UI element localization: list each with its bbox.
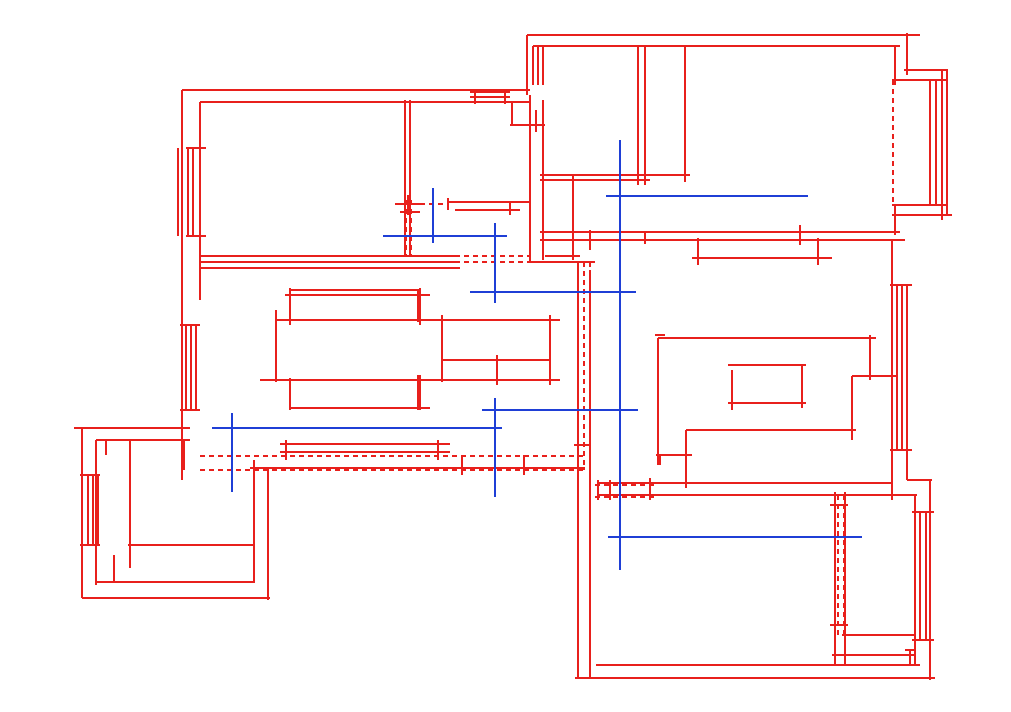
wall-lines [74, 33, 952, 680]
axis-lines [212, 140, 862, 570]
